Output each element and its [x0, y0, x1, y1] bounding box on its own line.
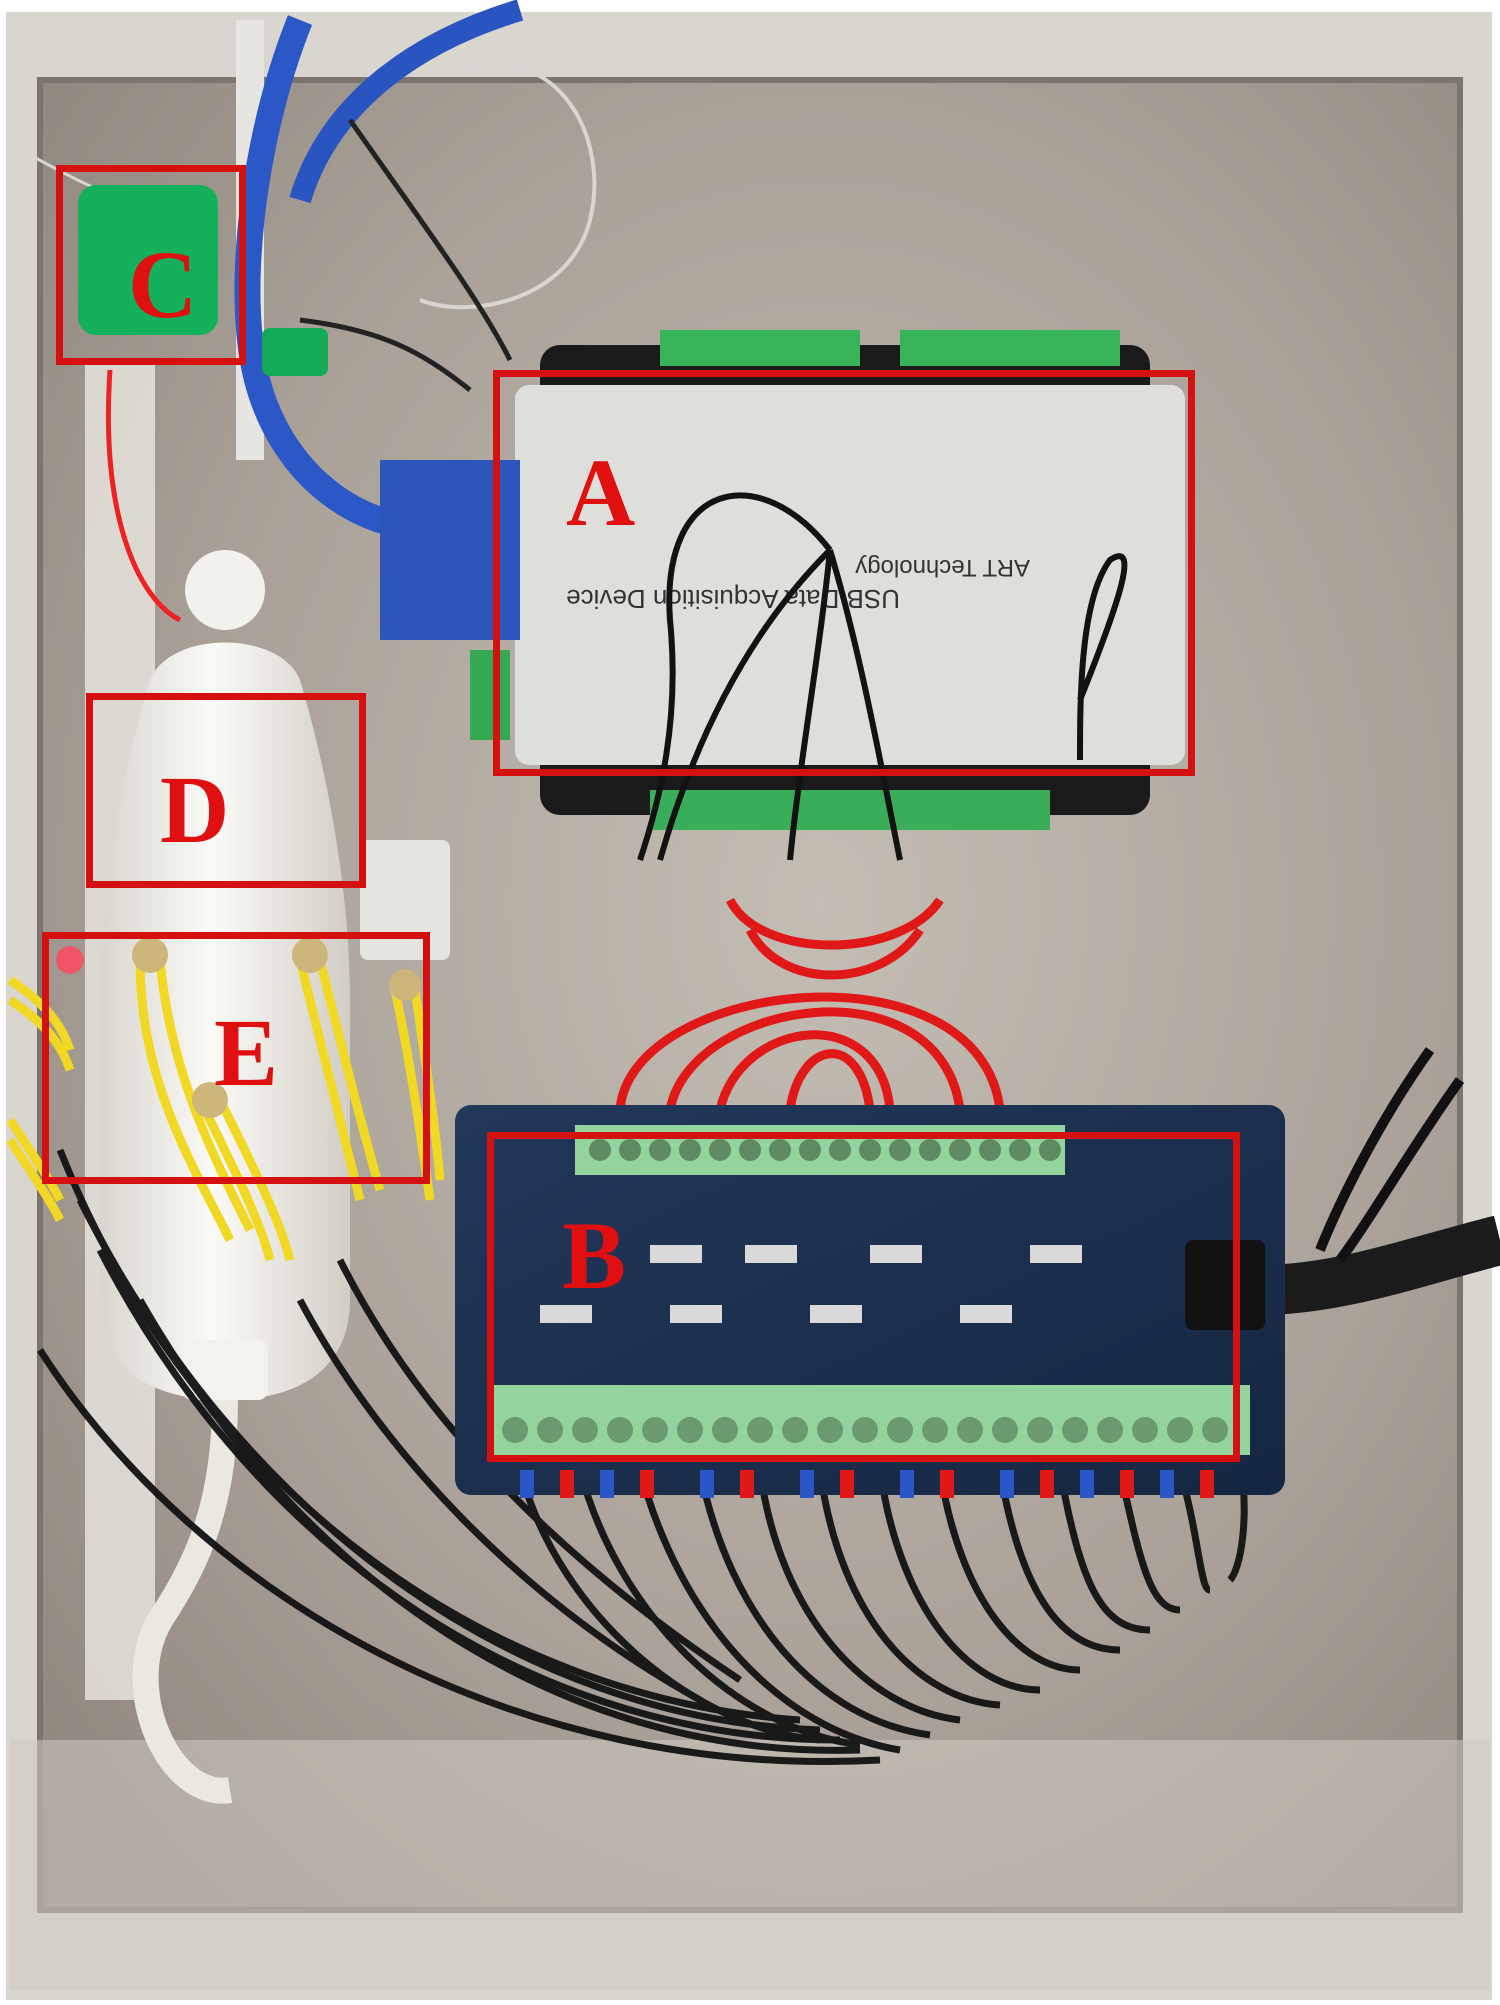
green-sensor: [78, 185, 218, 335]
annotation-box-c: [56, 165, 246, 365]
label-d: D: [160, 756, 230, 863]
bottom-wire-ferrules: [520, 1470, 1214, 1498]
label-e: E: [214, 999, 279, 1106]
annotation-box-b: [487, 1132, 1240, 1462]
label-b: B: [562, 1202, 627, 1309]
annotation-box-a: [493, 370, 1195, 776]
white-bulb: [100, 642, 350, 1400]
label-c: C: [128, 231, 198, 338]
annotation-box-d: [86, 693, 366, 888]
drain-tube: [132, 1399, 238, 1804]
label-a: A: [566, 439, 636, 546]
annotation-box-e: [42, 932, 430, 1184]
module-brand: ART Technology: [855, 554, 1030, 581]
cable-gland: [1185, 1240, 1265, 1330]
green-clip: [262, 328, 328, 376]
black-cable-mass: [37, 1148, 1248, 1765]
main-cable: [1259, 1215, 1500, 1315]
daq-module: [515, 385, 1185, 765]
red-wires: [615, 897, 1005, 1112]
